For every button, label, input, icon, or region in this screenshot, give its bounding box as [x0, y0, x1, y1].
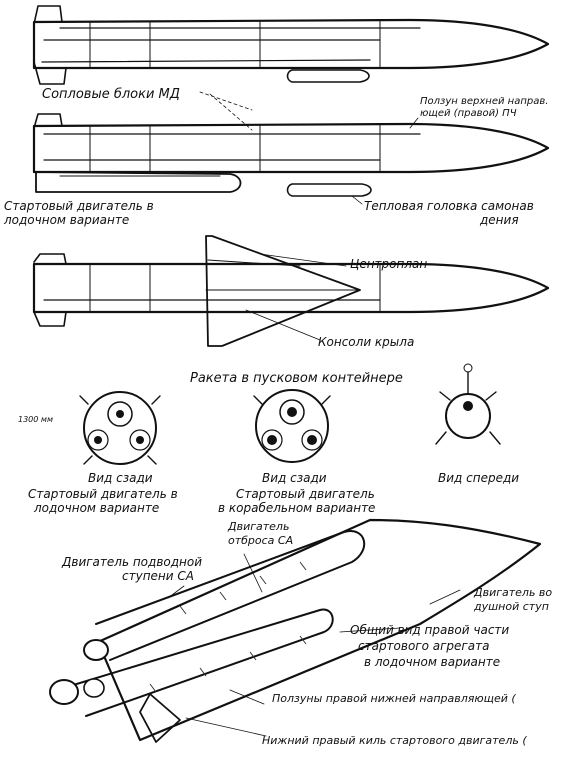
label-startovy-1: Стартовый двигатель в	[4, 199, 154, 213]
label-dvig-vozd-2: душной ступ	[473, 600, 549, 613]
label-teplovaya-1: Тепловая головка самонав	[364, 199, 534, 213]
label-vid-szadi-1-sub1: Стартовый двигатель в	[28, 487, 178, 501]
label-vid-szadi-1-sub2: лодочном варианте	[33, 501, 159, 515]
missile-side-view-1	[32, 5, 550, 131]
missile-side-view-3-winged	[32, 235, 550, 347]
label-vid-szadi-2: Вид сзади	[262, 471, 327, 485]
label-centroplan: Центроплан	[350, 257, 427, 271]
caption-container: Ракета в пусковом контейнере	[190, 371, 403, 386]
missile-side-view-2	[32, 113, 550, 197]
label-nizhniy-kil: Нижний правый киль стартового двигатель …	[262, 734, 527, 747]
label-soplovye: Сопловые блоки МД	[42, 87, 180, 102]
label-konsoli: Консоли крыла	[318, 335, 414, 349]
label-vid-szadi-2-sub2: в корабельном варианте	[218, 501, 375, 515]
label-teplovaya-2: дения	[479, 213, 519, 227]
label-obshiy-3: в лодочном варианте	[364, 655, 500, 669]
rear-view-ship-variant	[253, 389, 331, 463]
label-startovy-2: лодочном варианте	[3, 213, 129, 227]
label-obshiy-2: стартового агрегата	[358, 639, 489, 653]
label-obshiy-1: Общий вид правой части	[350, 623, 509, 637]
booster-isometric-view	[49, 518, 542, 743]
label-dvig-otbrosa-2: отброса СА	[228, 534, 293, 547]
label-vid-szadi-2-sub1: Стартовый двигатель	[236, 487, 375, 501]
rear-view-boat-variant	[79, 391, 161, 465]
label-dvig-vozd-1: Двигатель во	[473, 586, 552, 599]
front-view	[435, 363, 501, 445]
label-vid-speredi: Вид спереди	[438, 471, 519, 485]
label-dvig-otbrosa-1: Двигатель	[227, 520, 289, 533]
label-vid-szadi-1: Вид сзади	[88, 471, 153, 485]
label-polzun-top-1: Ползун верхней направ.	[420, 96, 548, 107]
label-dvig-podvod-2: ступени СА	[122, 569, 194, 583]
label-dvig-podvod-1: Двигатель подводной	[61, 555, 202, 569]
label-polzuny-nizh: Ползуны правой нижней направляющей (	[272, 692, 516, 705]
label-polzun-top-2: ющей (правой) ПЧ	[420, 108, 517, 119]
label-scale: 1300 мм	[18, 415, 53, 424]
